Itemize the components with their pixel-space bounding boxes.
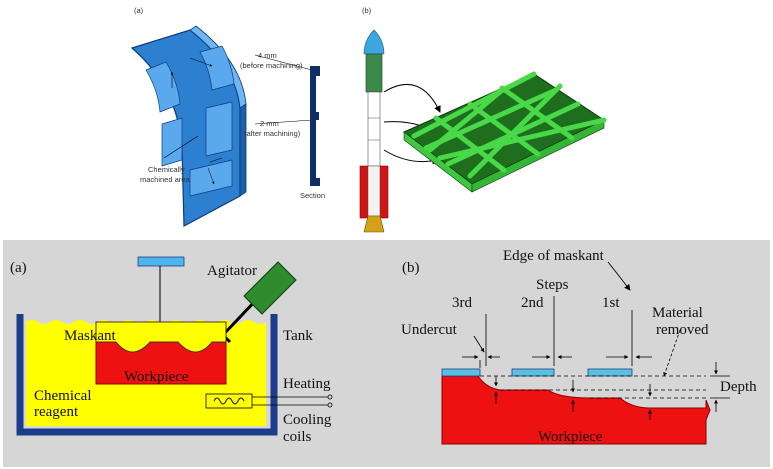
maskant-strip-2nd [511,368,555,377]
machined-area-label-2: machined area [140,175,190,184]
workpiece-label: Workpiece [538,429,603,445]
material-label: Material [652,305,703,321]
rocket [359,29,389,233]
cooling-label: Cooling [283,412,332,428]
original-surface-lines [480,375,706,399]
bottom-left-panel-label: (a) [10,260,27,276]
maskant-strip-3rd [441,368,481,377]
step-3rd-label: 3rd [452,295,472,311]
top-left-panel-label: (a) [134,6,144,15]
top-right-panel: (b) [359,6,607,233]
machined-area-label-1: Chemically [148,165,185,174]
bottom-right-panel-label: (b) [402,260,420,276]
agitator-label: Agitator [207,263,257,279]
steps-label: Steps [536,277,569,293]
reagent-label: reagent [34,404,79,420]
coils-label: coils [283,429,311,445]
bottom-left-panel: (a) Agitator [10,256,333,445]
heating-coil-icon [205,393,333,409]
workpiece-label: Workpiece [124,369,189,385]
removed-label: removed [656,322,709,338]
top-right-panel-label: (b) [362,6,372,15]
agitator-icon [137,256,297,344]
undercut-label: Undercut [401,322,458,338]
section-label: Section [300,191,325,200]
before-machining-label: (before machining) [240,61,303,70]
top-left-panel: (a) 4 mm (before machining) 2 mm (after … [130,6,325,227]
after-thickness-value: 2 mm [260,119,279,128]
after-machining-label: (after machining) [244,129,301,138]
curved-skin-panel [130,25,247,227]
cross-section [310,66,320,186]
maskant-strip-1st [587,368,633,377]
maskant-label: Maskant [64,328,116,344]
depth-label: Depth [720,379,757,395]
step-2nd-label: 2nd [521,295,544,311]
edge-of-maskant-label: Edge of maskant [503,248,605,264]
workpiece-assembly [95,321,227,385]
chemical-label: Chemical [34,388,91,404]
isogrid-plate [403,71,607,193]
tank-label: Tank [283,328,313,344]
heating-label: Heating [283,376,331,392]
workpiece-profile [441,375,711,445]
bottom-right-panel: (b) [401,248,757,445]
step-1st-label: 1st [602,295,620,311]
before-thickness-value: 4 mm [258,51,277,60]
